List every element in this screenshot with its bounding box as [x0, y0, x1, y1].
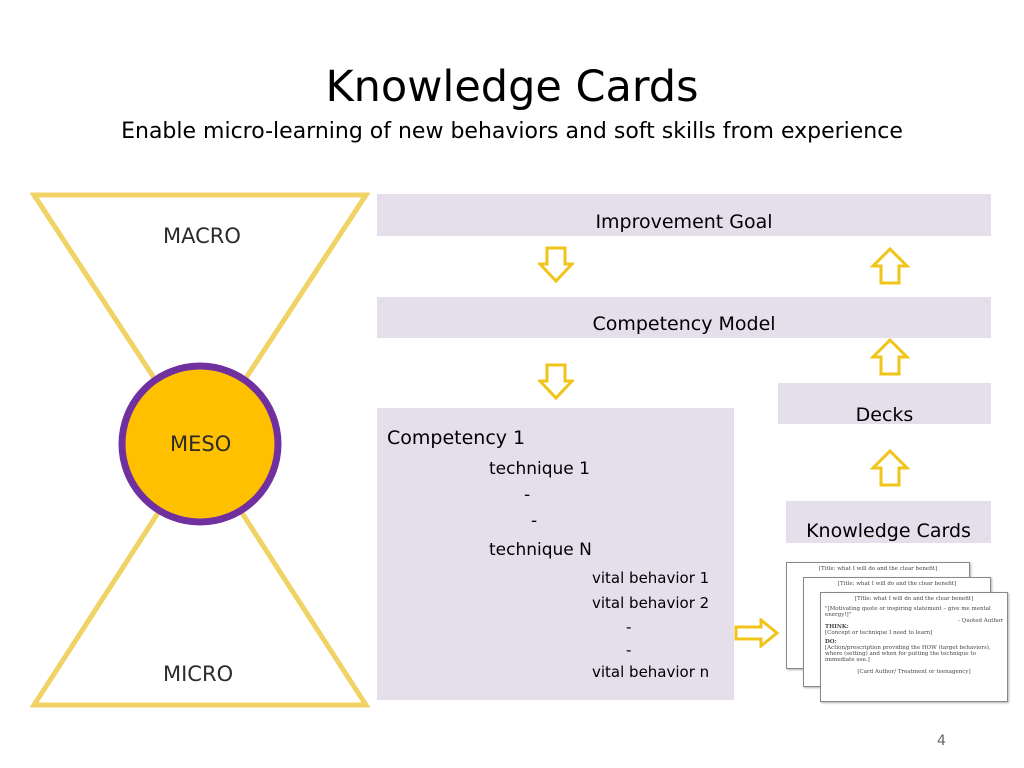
card-think-text: [Concept or technique I need to learn] [825, 630, 933, 636]
slide-title: Knowledge Cards [325, 62, 699, 112]
knowledge-card-front: [Title: what I will do and the clear ben… [820, 592, 1008, 702]
competency-model-box: Competency Model [377, 297, 991, 338]
decks-label: Decks [855, 404, 914, 426]
card-title-line: [Title: what I will do and the clear ben… [818, 566, 938, 572]
vital-behavior-2: vital behavior 2 [592, 594, 710, 612]
knowledge-cards-box: Knowledge Cards [786, 501, 991, 543]
arrow-down-icon [538, 363, 574, 401]
card-think-label: THINK: [825, 624, 849, 630]
micro-label: MICRO [163, 662, 234, 686]
technique-n: technique N [489, 540, 592, 560]
knowledge-cards-label: Knowledge Cards [806, 520, 971, 542]
meso-circle [118, 362, 282, 526]
arrow-up-icon [870, 337, 910, 376]
vital-behavior-1: vital behavior 1 [592, 569, 710, 587]
competency-model-label: Competency Model [592, 313, 776, 335]
card-quote: "[Motivating quote or inspiring statemen… [825, 606, 991, 618]
dash-2: - [531, 511, 538, 531]
card-title-line: [Title: what I will do and the clear ben… [837, 581, 957, 587]
technique-1: technique 1 [489, 459, 590, 479]
arrow-right-icon [734, 618, 780, 648]
dash-3: - [626, 618, 632, 636]
card-do-label: DO: [825, 639, 837, 645]
hourglass-diagram: MACRO MESO MICRO [29, 190, 371, 714]
dash-1: - [524, 485, 531, 505]
dash-4: - [626, 641, 632, 659]
card-footer: [Card Author/ Treatment or teenagency] [857, 669, 971, 675]
competency-heading: Competency 1 [387, 427, 526, 449]
arrow-up-icon [870, 246, 910, 285]
decks-box: Decks [778, 383, 991, 426]
top-triangle [29, 192, 371, 453]
meso-label: MESO [170, 432, 232, 456]
improvement-goal-box: Improvement Goal [377, 194, 991, 236]
competency-details-box: Competency 1 technique 1 - - technique N… [377, 408, 734, 700]
page-number: 4 [937, 733, 946, 749]
arrow-up-icon [870, 448, 910, 487]
improvement-goal-label: Improvement Goal [595, 211, 773, 233]
macro-label: MACRO [163, 224, 241, 248]
card-do-text: [Action/prescription providing the HOW (… [825, 645, 991, 663]
slide-subtitle: Enable micro-learning of new behaviors a… [121, 119, 903, 144]
bottom-triangle [29, 443, 371, 708]
vital-behavior-n: vital behavior n [592, 663, 710, 681]
arrow-down-icon [538, 246, 574, 284]
hourglass-shape [29, 192, 371, 708]
card-quote-author: - Quoted Author [958, 618, 1003, 624]
card-title-line: [Title: what I will do and the clear ben… [854, 596, 974, 602]
